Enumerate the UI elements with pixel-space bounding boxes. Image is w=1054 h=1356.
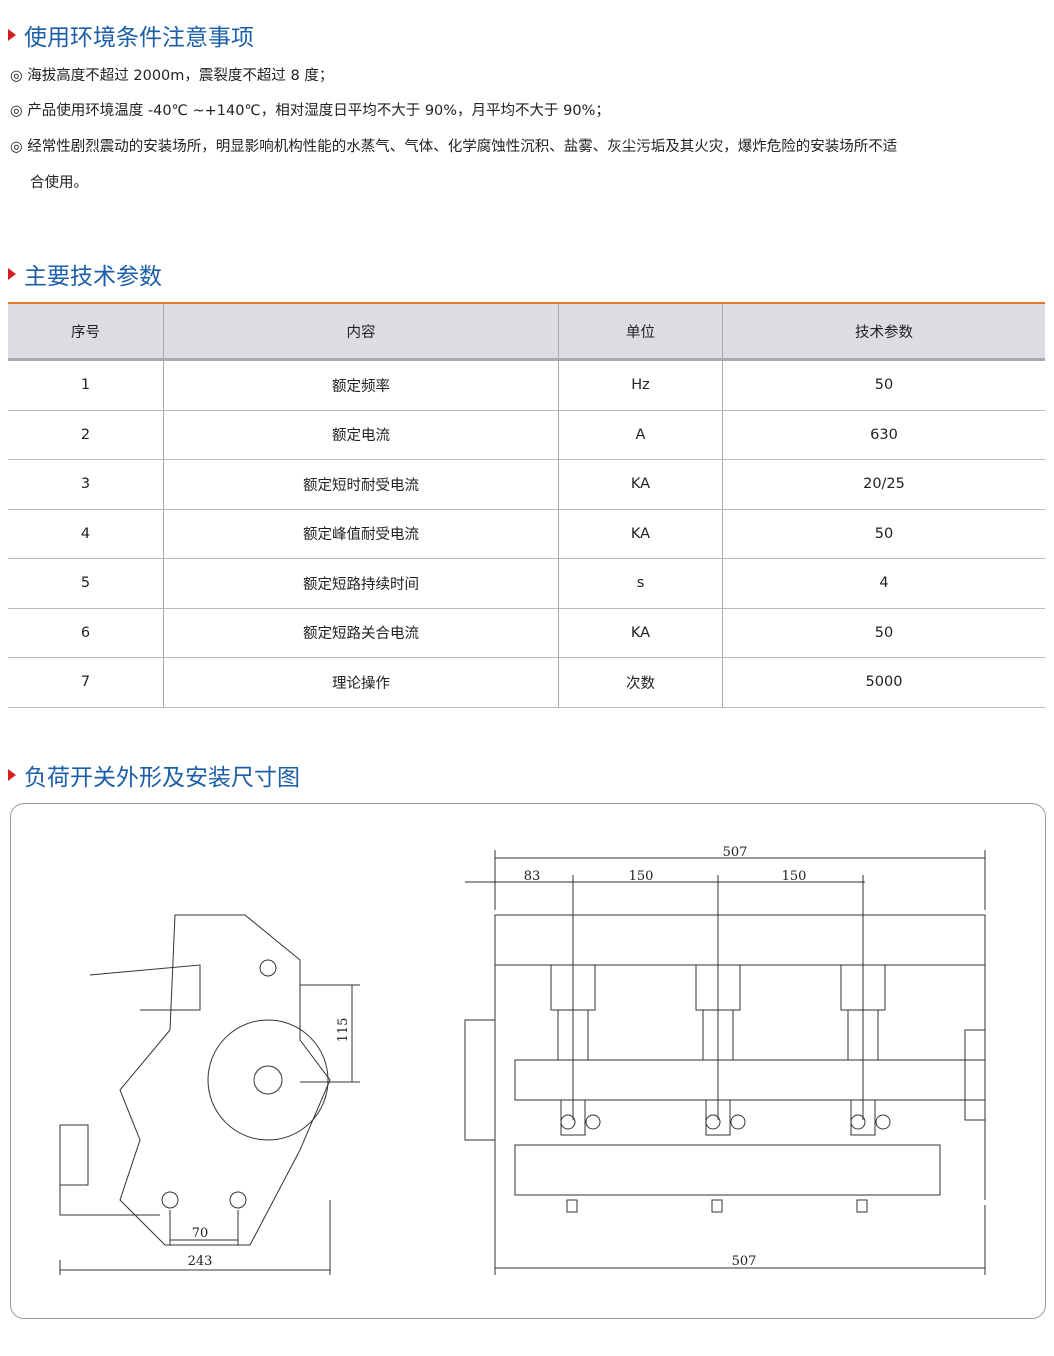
table-cell: KA	[558, 509, 723, 559]
table-cell: 6	[8, 608, 164, 658]
drawing-frame	[10, 803, 1046, 1319]
table-cell: 7	[8, 657, 164, 708]
table-cell: 50	[722, 608, 1045, 658]
section-title-environment: 使用环境条件注意事项	[8, 18, 254, 52]
env-item: 合使用。	[30, 175, 88, 191]
dim-hole-spacing: 70	[192, 1226, 209, 1241]
env-item: ◎ 产品使用环境温度 -40℃ ~+140℃，相对湿度日平均不大于 90%，月平…	[10, 103, 610, 119]
dim-left-offset: 83	[524, 869, 541, 884]
table-cell: KA	[558, 459, 723, 510]
table-cell: 理论操作	[163, 657, 559, 708]
title-text: 使用环境条件注意事项	[24, 25, 254, 51]
dim-side-width: 243	[188, 1254, 213, 1269]
dim-total-top: 507	[723, 845, 748, 860]
table-cell: 5000	[722, 657, 1045, 708]
dim-height: 115	[336, 1018, 351, 1043]
header-cell: 单位	[558, 302, 723, 361]
table-cell: 4	[722, 558, 1045, 609]
dim-total-bottom: 507	[732, 1254, 757, 1269]
table-cell: 630	[722, 410, 1045, 460]
table-cell: A	[558, 410, 723, 460]
title-text: 主要技术参数	[24, 264, 162, 290]
title-text: 负荷开关外形及安装尺寸图	[24, 765, 300, 791]
table-cell: 额定电流	[163, 410, 559, 460]
table-cell: 50	[722, 359, 1045, 411]
table-cell: 20/25	[722, 459, 1045, 510]
header-cell: 序号	[8, 302, 164, 361]
table-cell: 50	[722, 509, 1045, 559]
triangle-icon	[8, 29, 16, 41]
table-cell: KA	[558, 608, 723, 658]
triangle-icon	[8, 769, 16, 781]
dim-pitch-1: 150	[629, 869, 654, 884]
env-item: ◎ 海拔高度不超过 2000m，震裂度不超过 8 度；	[10, 68, 334, 84]
table-cell: 额定短路关合电流	[163, 608, 559, 658]
table-cell: 1	[8, 359, 164, 411]
side-view	[59, 914, 360, 1275]
table-cell: 额定短路持续时间	[163, 558, 559, 609]
table-cell: s	[558, 558, 723, 609]
triangle-icon	[8, 268, 16, 280]
table-cell: Hz	[558, 359, 723, 411]
table-cell: 3	[8, 459, 164, 510]
table-cell: 额定短时耐受电流	[163, 459, 559, 510]
env-item: ◎ 经常性剧烈震动的安装场所，明显影响机构性能的水蒸气、气体、化学腐蚀性沉积、盐…	[10, 139, 898, 155]
table-cell: 额定频率	[163, 359, 559, 411]
section-title-drawing: 负荷开关外形及安装尺寸图	[8, 758, 300, 792]
front-view	[464, 850, 986, 1275]
table-cell: 4	[8, 509, 164, 559]
header-cell: 内容	[163, 302, 559, 361]
dim-pitch-2: 150	[782, 869, 807, 884]
table-cell: 次数	[558, 657, 723, 708]
table-cell: 5	[8, 558, 164, 609]
table-cell: 额定峰值耐受电流	[163, 509, 559, 559]
table-cell: 2	[8, 410, 164, 460]
header-cell: 技术参数	[722, 302, 1045, 361]
section-title-params: 主要技术参数	[8, 257, 162, 291]
